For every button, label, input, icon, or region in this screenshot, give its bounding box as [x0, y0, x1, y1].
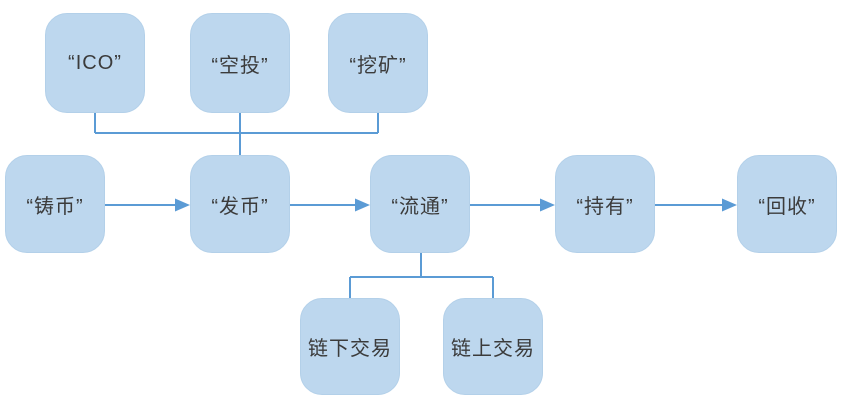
node-airdrop: “空投”: [190, 13, 290, 113]
arrowhead-issue-to-circulate: [355, 198, 370, 212]
node-recycle-label: “回收”: [758, 195, 816, 218]
node-hold: “持有”: [555, 155, 655, 253]
node-mint: “铸币”: [5, 155, 105, 253]
node-issue-label: “发币”: [211, 195, 269, 218]
node-circulate-label: “流通”: [391, 195, 449, 218]
node-issue: “发币”: [190, 155, 290, 253]
node-mining-label: “挖矿”: [349, 54, 407, 77]
node-offchain-label: 链下交易: [308, 338, 392, 360]
node-onchain: 链上交易: [443, 298, 543, 395]
node-ico: “ICO”: [45, 13, 145, 113]
arrowhead-hold-to-recycle: [722, 198, 737, 212]
node-airdrop-label: “空投”: [211, 54, 269, 77]
arrowhead-circulate-to-hold: [540, 198, 555, 212]
node-mint-label: “铸币”: [26, 195, 84, 218]
node-circulate: “流通”: [370, 155, 470, 253]
node-hold-label: “持有”: [576, 195, 634, 218]
node-offchain: 链下交易: [300, 298, 400, 395]
node-onchain-label: 链上交易: [451, 338, 535, 360]
node-mining: “挖矿”: [328, 13, 428, 113]
node-ico-label: “ICO”: [68, 51, 122, 74]
arrowhead-mint-to-issue: [175, 198, 190, 212]
node-recycle: “回收”: [737, 155, 837, 253]
